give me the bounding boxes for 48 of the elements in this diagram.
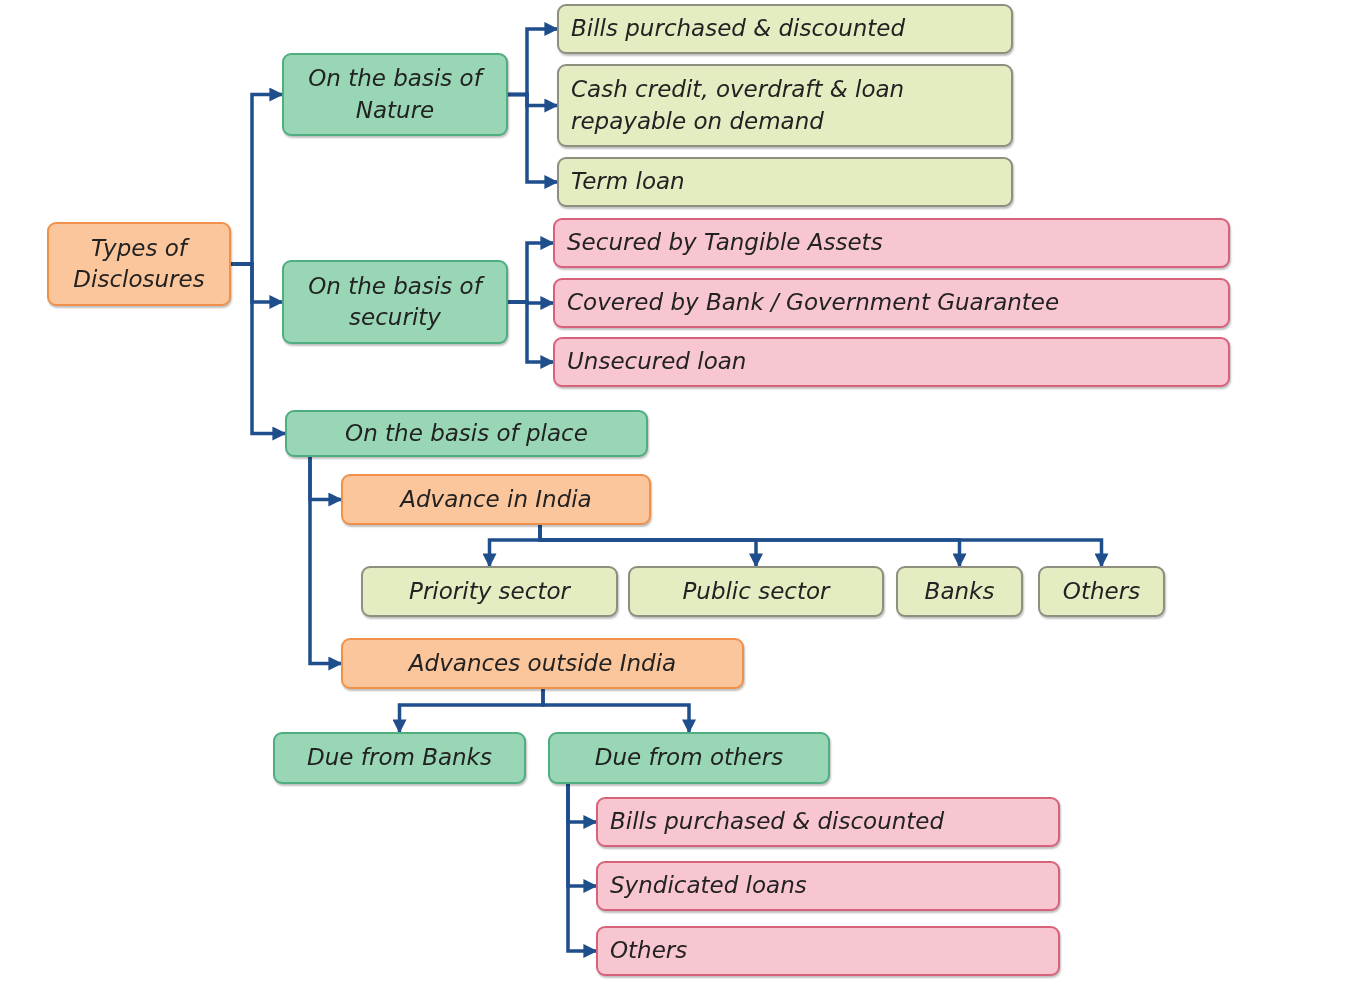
box-label: Types of Disclosures [72, 233, 206, 294]
box-label: Due from Banks [307, 743, 492, 773]
category-box [628, 566, 884, 617]
category-box [896, 566, 1023, 617]
box-label: Unsecured loan [567, 347, 747, 377]
arrow [541, 689, 696, 734]
box-label: Bills purchased & discounted [571, 14, 906, 44]
category-box [553, 337, 1230, 387]
box-label: Secured by Tangible Assets [567, 228, 883, 258]
category-box [341, 474, 651, 525]
box-label: On the basis of security [296, 270, 494, 334]
category-box [557, 64, 1013, 147]
box-label: Public sector [682, 576, 830, 606]
category-box [282, 53, 508, 136]
category-box [282, 260, 508, 344]
box-label: Covered by Bank / Government Guarantee [567, 288, 1060, 318]
arrow [508, 300, 555, 369]
box-label: Priority sector [409, 576, 570, 606]
arrow [231, 262, 287, 441]
box-label: Advances outside India [408, 648, 677, 678]
arrow [508, 92, 559, 189]
box-label: Due from others [594, 743, 784, 773]
category-box [596, 926, 1060, 976]
category-box [47, 222, 231, 306]
category-box [285, 410, 648, 457]
box-label: Bills purchased & discounted [610, 807, 945, 837]
arrow [308, 457, 343, 671]
box-label: Term loan [571, 167, 685, 197]
box-label: Syndicated loans [610, 871, 807, 901]
box-label: Cash credit, overdraft & loan repayable on demand [571, 75, 906, 136]
box-label: Advance in India [400, 484, 592, 514]
category-box [596, 797, 1060, 847]
category-box [596, 861, 1060, 911]
category-box [548, 732, 830, 784]
box-label: On the basis of Nature [296, 63, 494, 126]
category-box [273, 732, 526, 784]
box-label: Others [610, 936, 688, 966]
category-box [557, 4, 1013, 54]
arrow [566, 784, 598, 958]
box-label: Others [1062, 576, 1141, 606]
category-box [341, 638, 744, 689]
category-box [1038, 566, 1165, 617]
category-box [361, 566, 618, 617]
category-box [553, 278, 1230, 328]
box-label: On the basis of place [345, 418, 588, 448]
box-label: Banks [924, 576, 995, 606]
category-box [553, 218, 1230, 268]
category-box [557, 157, 1013, 207]
